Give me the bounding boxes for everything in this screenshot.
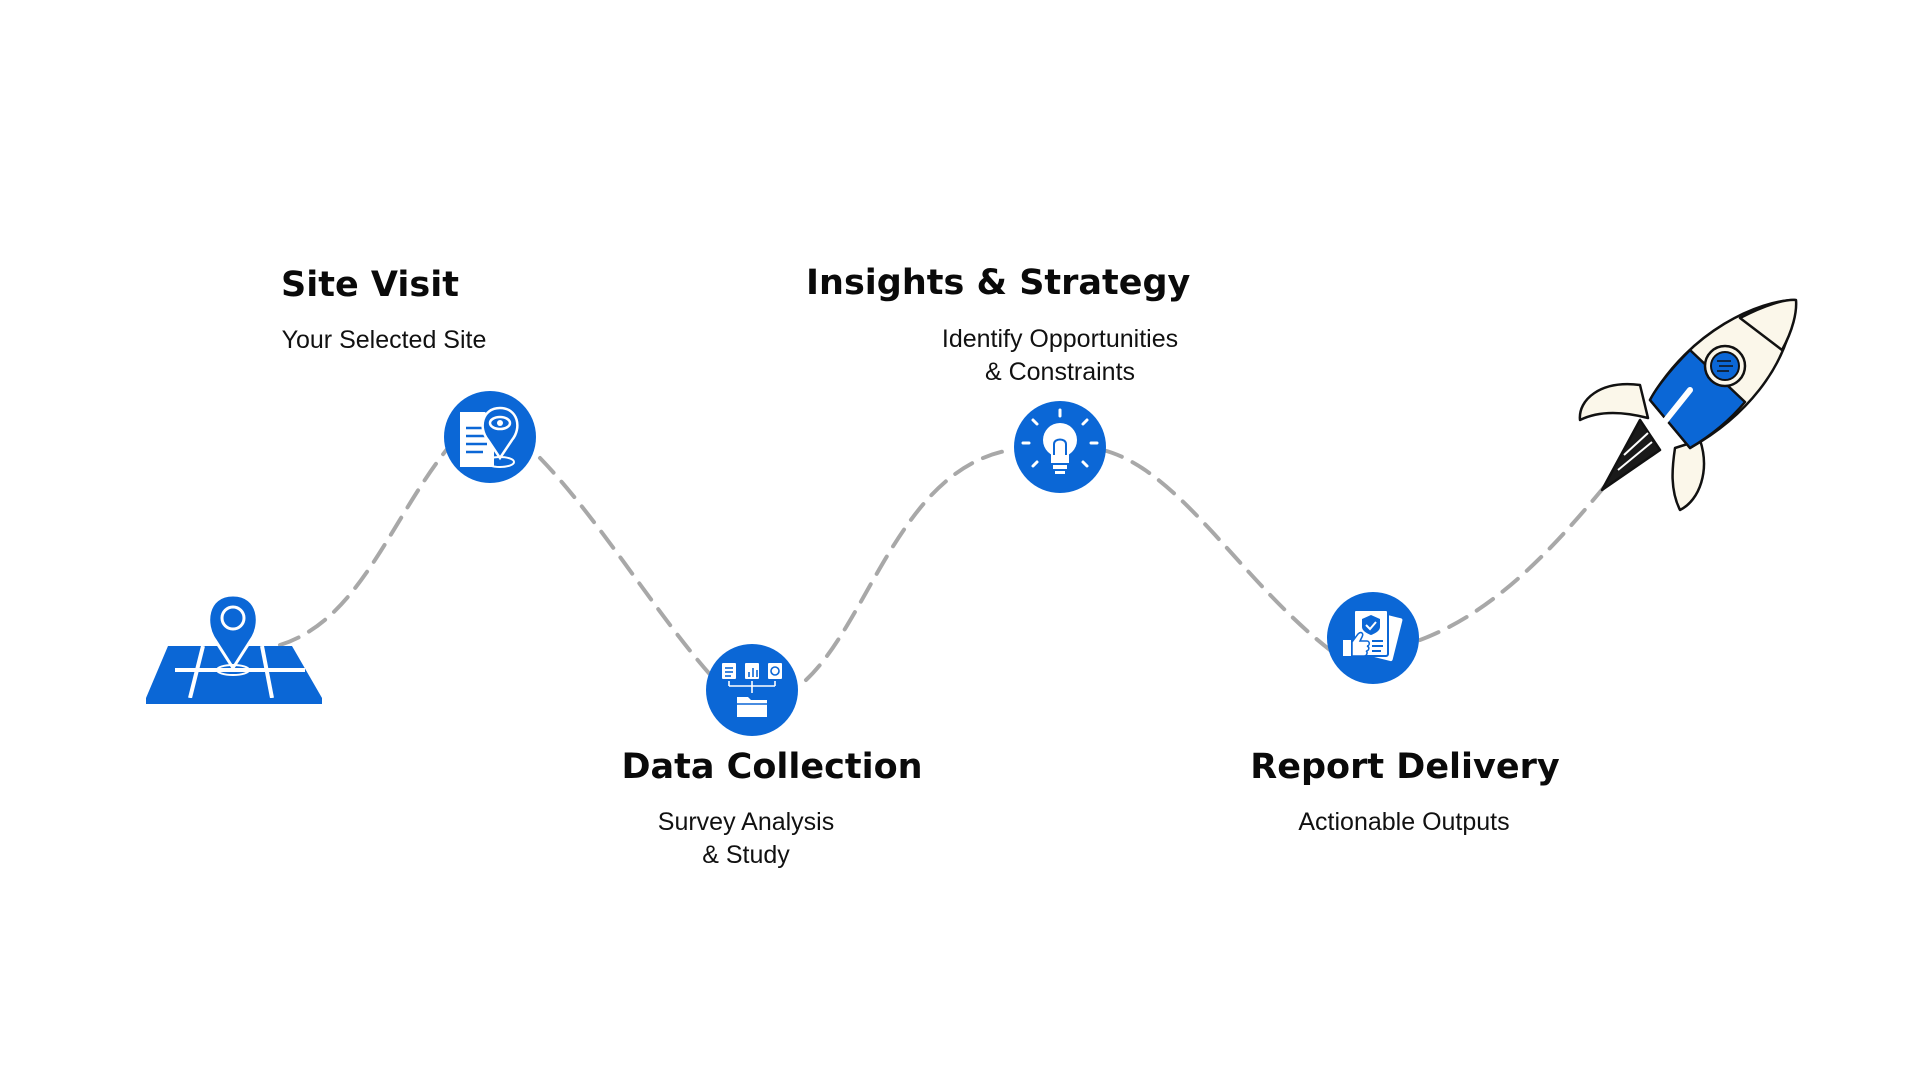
journey-path xyxy=(278,446,1612,682)
step-subtitle-line: Your Selected Site xyxy=(281,326,487,354)
step-subtitle: Identify Opportunities & Constraints xyxy=(800,323,1320,389)
step-title: Report Delivery xyxy=(1250,747,1560,787)
step-subtitle-line: & Study xyxy=(702,841,790,869)
step-title: Site Visit xyxy=(281,265,459,305)
rocket-icon xyxy=(1578,298,1798,512)
report-approval-icon xyxy=(1327,592,1419,684)
step-subtitle-line: Identify Opportunities xyxy=(941,325,1179,353)
step-title: Insights & Strategy xyxy=(806,263,1191,303)
step-subtitle-line: & Constraints xyxy=(984,358,1136,386)
data-folder-icon xyxy=(706,644,798,736)
document-location-eye-icon xyxy=(444,391,536,483)
step-site-visit-subtitle: Your Selected Site xyxy=(244,324,524,357)
step-insights-strategy-subtitle: Identify Opportunities & Constraints xyxy=(800,323,1320,389)
map-pin-icon xyxy=(146,593,322,704)
step-report-delivery-subtitle: Actionable Outputs xyxy=(1144,806,1664,839)
step-insights-strategy-title-block: Insights & Strategy xyxy=(806,264,1326,303)
step-site-visit-title-block: Site Visit xyxy=(230,266,510,305)
step-data-collection-title-block: Data Collection xyxy=(512,748,1032,787)
step-report-delivery-title-block: Report Delivery xyxy=(1145,748,1665,787)
step-subtitle-line: Survey Analysis xyxy=(657,808,835,836)
step-subtitle: Your Selected Site xyxy=(244,324,524,357)
step-subtitle: Actionable Outputs xyxy=(1144,806,1664,839)
step-subtitle-line: Actionable Outputs xyxy=(1298,808,1510,836)
step-subtitle: Survey Analysis & Study xyxy=(486,806,1006,872)
step-data-collection-subtitle: Survey Analysis & Study xyxy=(486,806,1006,872)
lightbulb-icon xyxy=(1014,401,1106,493)
step-title: Data Collection xyxy=(621,747,923,787)
